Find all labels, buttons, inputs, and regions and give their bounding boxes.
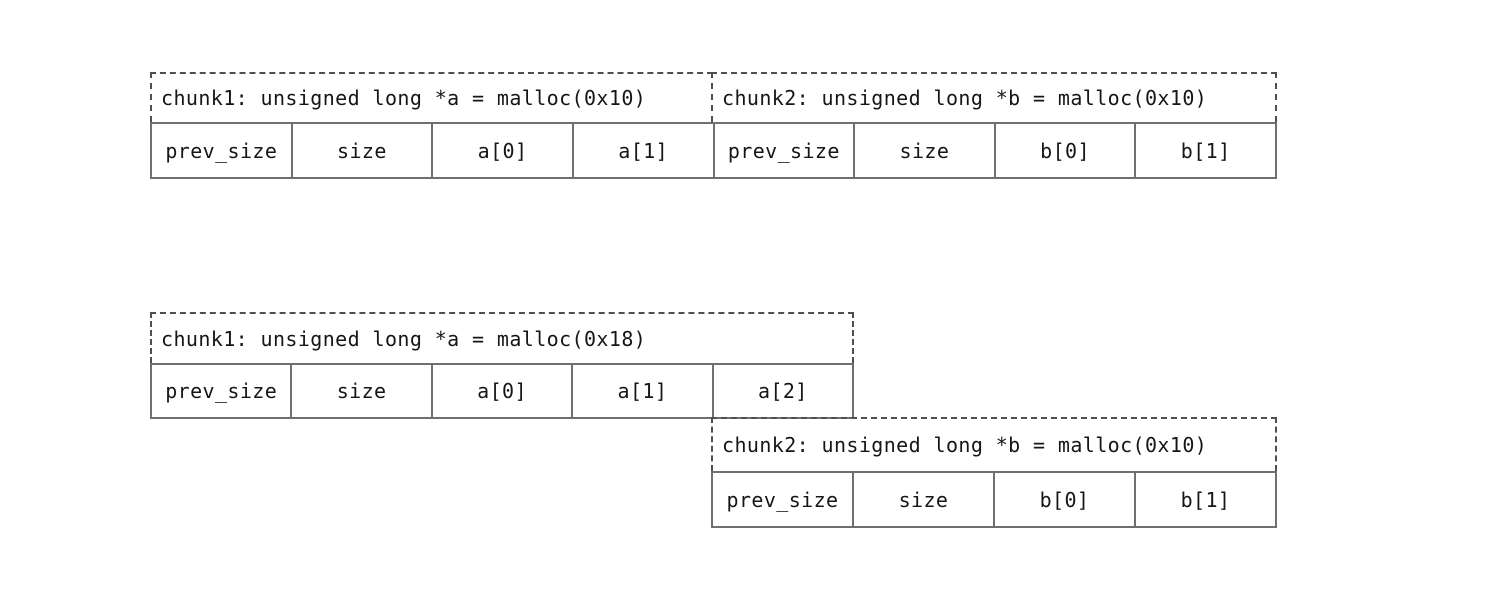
group1-chunk1-cell-prev-size: prev_size: [165, 138, 278, 163]
group2-chunk1-cell-prev-size: prev_size: [165, 379, 278, 403]
group2-chunk2-label: chunk2: unsigned long *b = malloc(0x10): [722, 433, 1208, 457]
group2-chunk2-cell-size: size: [852, 473, 993, 526]
group1-chunk2-label-box: chunk2: unsigned long *b = malloc(0x10): [711, 72, 1277, 122]
group1-chunk2-cell-size: size: [853, 124, 994, 177]
group1-chunk1-cell-size: size: [290, 124, 432, 177]
group2-chunk1-memory-table: prev_size size a[0] a[1] a[2]: [150, 363, 854, 419]
group1-chunk2-cell-b1: b[1]: [1134, 124, 1275, 177]
group1-chunk1-cell-a0: a[0]: [431, 124, 572, 177]
group2-chunk1-cell-a1: a[1]: [571, 365, 711, 417]
group1-chunk1-label-box: chunk1: unsigned long *a = malloc(0x10): [150, 72, 713, 122]
group2-chunk2-cell-b0: b[0]: [993, 473, 1134, 526]
group1-chunk2-label: chunk2: unsigned long *b = malloc(0x10): [722, 86, 1208, 110]
group2-chunk2-cell-prev-size: prev_size: [726, 487, 839, 512]
group2-chunk1-cell-a2: a[2]: [711, 365, 852, 417]
group2-chunk2-memory-table: prev_size size b[0] b[1]: [711, 471, 1277, 528]
group1-chunk1-label: chunk1: unsigned long *a = malloc(0x10): [161, 86, 647, 110]
group1-memory-table: prev_size size a[0] a[1] prev_size size …: [150, 122, 1277, 179]
group2-chunk1-cell-a0: a[0]: [430, 365, 571, 417]
group2-chunk2-cell-b1: b[1]: [1134, 473, 1275, 526]
group1-chunk2-cell-b0: b[0]: [993, 124, 1135, 177]
group2-chunk2-label-box: chunk2: unsigned long *b = malloc(0x10): [711, 417, 1277, 471]
group2-chunk1-label-box: chunk1: unsigned long *a = malloc(0x18): [150, 312, 854, 363]
group1-chunk2-cell-prev-size: prev_size: [712, 124, 854, 177]
group1-chunk1-cell-a1: a[1]: [571, 124, 713, 177]
group2-chunk1-label: chunk1: unsigned long *a = malloc(0x18): [161, 326, 647, 351]
group2-chunk1-cell-size: size: [290, 365, 430, 417]
